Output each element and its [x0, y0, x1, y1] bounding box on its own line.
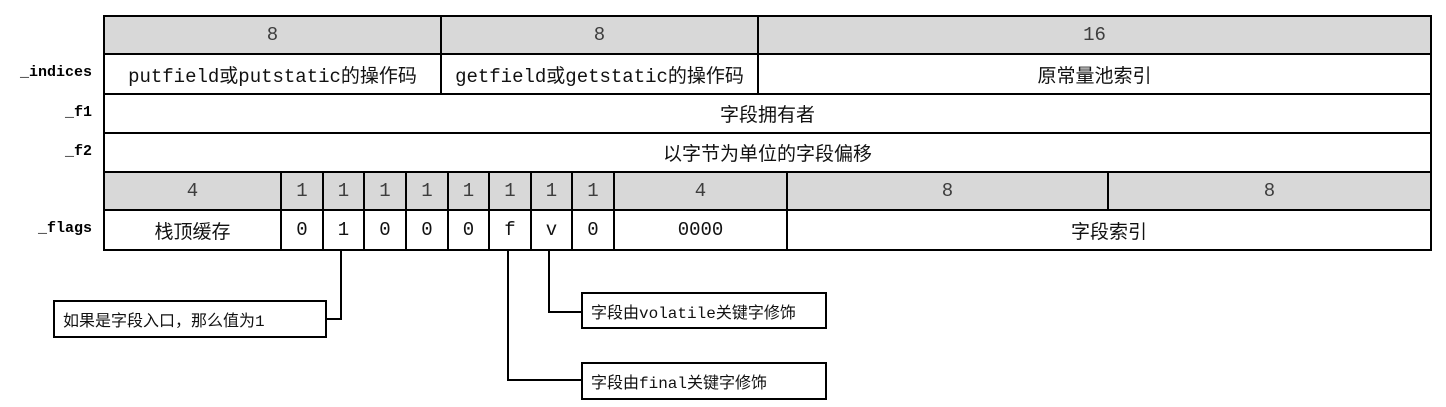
flags-width-cell-b2: 1 — [323, 172, 364, 210]
indices-width-row: 8 8 16 — [104, 16, 1431, 54]
indices-width-cell-1: 8 — [104, 16, 441, 54]
indices-value-row: putfield或putstatic的操作码 getfield或getstati… — [104, 54, 1431, 94]
flags-value-row: 栈顶缓存 0 1 0 0 0 f v 0 0000 字段索引 — [104, 210, 1431, 250]
flags-bit-cell-8: 0 — [572, 210, 614, 250]
connector-entry-bit-horizontal — [326, 318, 342, 320]
f1-cell-field-owner: 字段拥有者 — [104, 94, 1431, 133]
flags-width-cell-idx1: 8 — [787, 172, 1108, 210]
indices-cell-getfield: getfield或getstatic的操作码 — [441, 54, 758, 94]
row-label-indices: _indices — [19, 64, 92, 81]
indices-width-cell-3: 16 — [758, 16, 1431, 54]
flags-width-cell-b6: 1 — [489, 172, 531, 210]
annotation-final-bit: 字段由final关键字修饰 — [581, 362, 827, 400]
connector-volatile-bit-vertical — [548, 249, 550, 313]
row-label-f2: _f2 — [64, 143, 92, 160]
f2-row: 以字节为单位的字段偏移 — [104, 133, 1431, 172]
flags-width-row: 4 1 1 1 1 1 1 1 1 4 8 8 — [104, 172, 1431, 210]
flags-width-cell-b7: 1 — [531, 172, 572, 210]
flags-width-cell-b8: 1 — [572, 172, 614, 210]
connector-final-bit-vertical — [507, 249, 509, 381]
structure-table: 8 8 16 putfield或putstatic的操作码 getfield或g… — [103, 15, 1432, 251]
connector-entry-bit-vertical — [340, 249, 342, 320]
flags-width-cell-idx2: 8 — [1108, 172, 1431, 210]
row-label-flags: _flags — [37, 220, 92, 237]
flags-cell-0000: 0000 — [614, 210, 787, 250]
flags-width-cell-b1: 1 — [281, 172, 323, 210]
flags-cell-tos-cache: 栈顶缓存 — [104, 210, 281, 250]
flags-bit-cell-5: 0 — [448, 210, 489, 250]
indices-cell-putfield: putfield或putstatic的操作码 — [104, 54, 441, 94]
row-label-f1: _f1 — [64, 104, 92, 121]
flags-bit-cell-volatile: v — [531, 210, 572, 250]
flags-width-cell-tos: 4 — [104, 172, 281, 210]
flags-bit-cell-final: f — [489, 210, 531, 250]
flags-bit-cell-3: 0 — [364, 210, 406, 250]
flags-bit-cell-2-entry: 1 — [323, 210, 364, 250]
indices-cell-constant-pool-index: 原常量池索引 — [758, 54, 1431, 94]
flags-width-cell-b3: 1 — [364, 172, 406, 210]
indices-width-cell-2: 8 — [441, 16, 758, 54]
flags-width-cell-0000: 4 — [614, 172, 787, 210]
flags-cell-field-index: 字段索引 — [787, 210, 1431, 250]
f2-cell-field-offset: 以字节为单位的字段偏移 — [104, 133, 1431, 172]
flags-bit-cell-1: 0 — [281, 210, 323, 250]
annotation-entry-bit: 如果是字段入口，那么值为1 — [53, 300, 327, 338]
flags-width-cell-b5: 1 — [448, 172, 489, 210]
connector-final-bit-horizontal — [508, 379, 582, 381]
f1-row: 字段拥有者 — [104, 94, 1431, 133]
annotation-volatile-bit: 字段由volatile关键字修饰 — [581, 292, 827, 329]
flags-width-cell-b4: 1 — [406, 172, 448, 210]
connector-volatile-bit-horizontal — [549, 311, 582, 313]
flags-bit-cell-4: 0 — [406, 210, 448, 250]
